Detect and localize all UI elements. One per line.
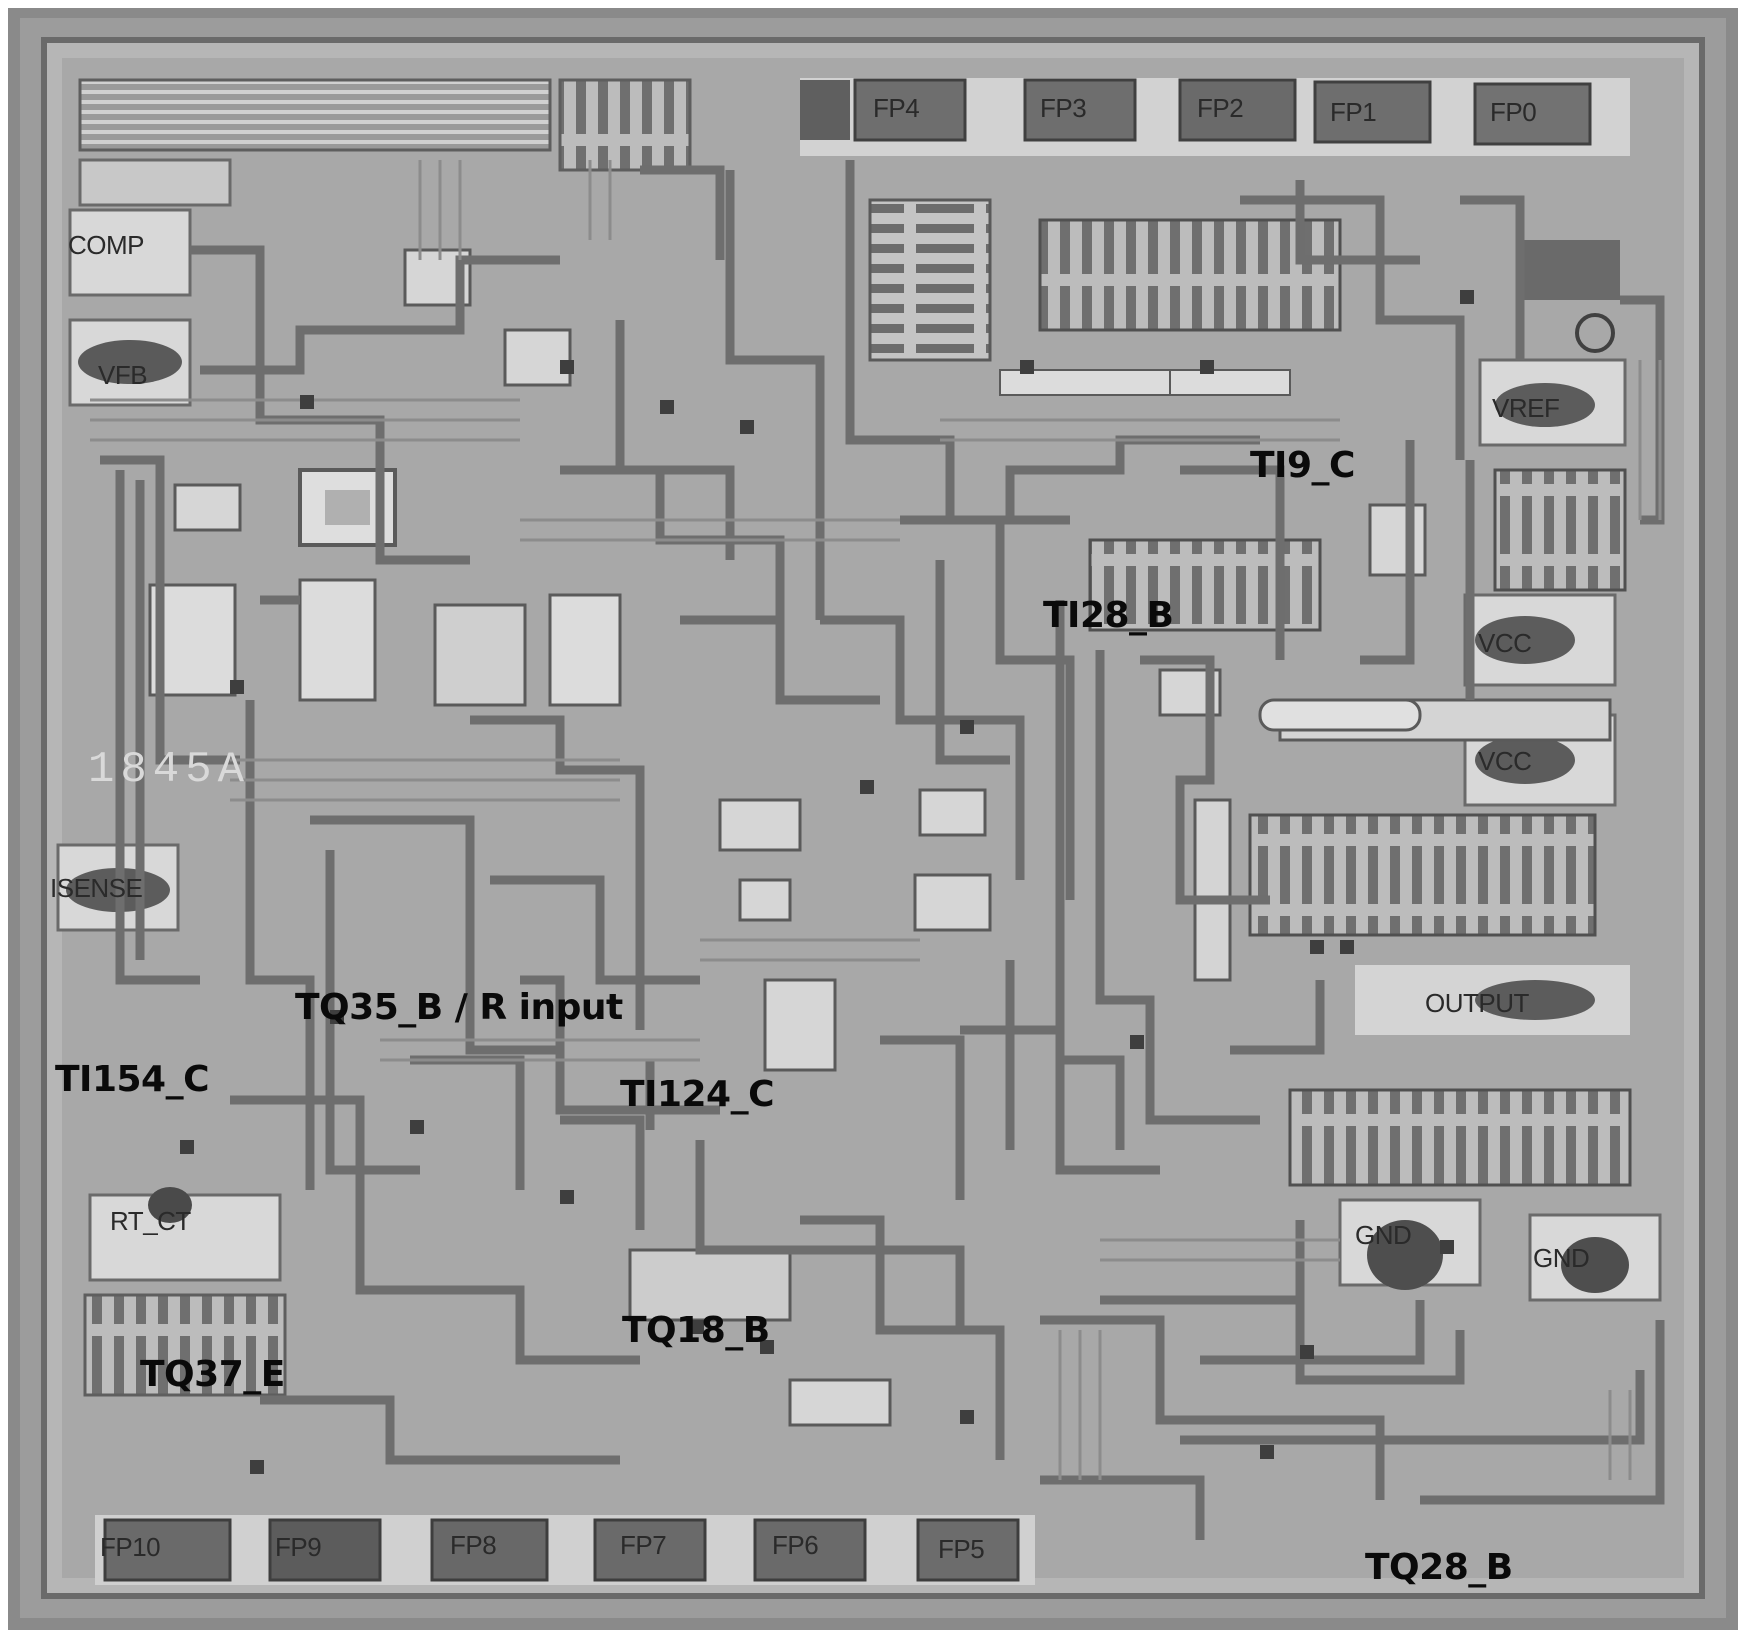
top-resistor-bank	[78, 78, 692, 207]
contacts	[180, 290, 1474, 1474]
probe-label-ti124-c: TI124_C	[620, 1074, 775, 1115]
pad-label-gnd-1: GND	[1355, 1220, 1412, 1250]
probe-label-tq35-b: TQ35_B / R input	[295, 987, 623, 1028]
pad-label-fp7: FP7	[620, 1530, 667, 1560]
pad-label-gnd-2: GND	[1533, 1243, 1590, 1273]
pad-label-fp9: FP9	[275, 1532, 322, 1562]
pad-label-fp0: FP0	[1490, 97, 1537, 127]
pad-label-fp2: FP2	[1197, 93, 1244, 123]
pad-label-vcc-2: VCC	[1478, 746, 1532, 776]
chip-marking: 1845A	[88, 745, 251, 795]
pad-label-fp6: FP6	[772, 1530, 819, 1560]
pad-label-rt-ct: RT_CT	[110, 1206, 191, 1236]
pad-label-comp: COMP	[68, 230, 145, 260]
bottom-pad-row	[95, 1515, 1035, 1585]
pad-label-vref: VREF	[1492, 393, 1560, 423]
probe-label-tq28-b: TQ28_B	[1365, 1547, 1513, 1588]
probe-label-ti28-b: TI28_B	[1043, 595, 1174, 636]
pad-label-vcc-1: VCC	[1478, 628, 1532, 658]
probe-label-ti154-c: TI154_C	[55, 1059, 210, 1100]
pad-label-fp8: FP8	[450, 1530, 497, 1560]
pad-label-isense: ISENSE	[50, 873, 143, 903]
pad-label-output: OUTPUT	[1425, 988, 1529, 1018]
pad-label-vfb: VFB	[98, 360, 148, 390]
thin-traces	[90, 160, 1662, 1480]
pad-label-fp3: FP3	[1040, 93, 1087, 123]
top-pad-row	[800, 78, 1630, 156]
pad-label-fp5: FP5	[938, 1534, 985, 1564]
pad-label-fp10: FP10	[100, 1532, 161, 1562]
pad-label-fp1: FP1	[1330, 97, 1377, 127]
probe-label-tq37-e: TQ37_E	[140, 1354, 285, 1395]
pad-label-fp4: FP4	[873, 93, 920, 123]
probe-label-ti9-c: TI9_C	[1250, 445, 1355, 486]
probe-label-tq18-b: TQ18_B	[622, 1310, 770, 1351]
